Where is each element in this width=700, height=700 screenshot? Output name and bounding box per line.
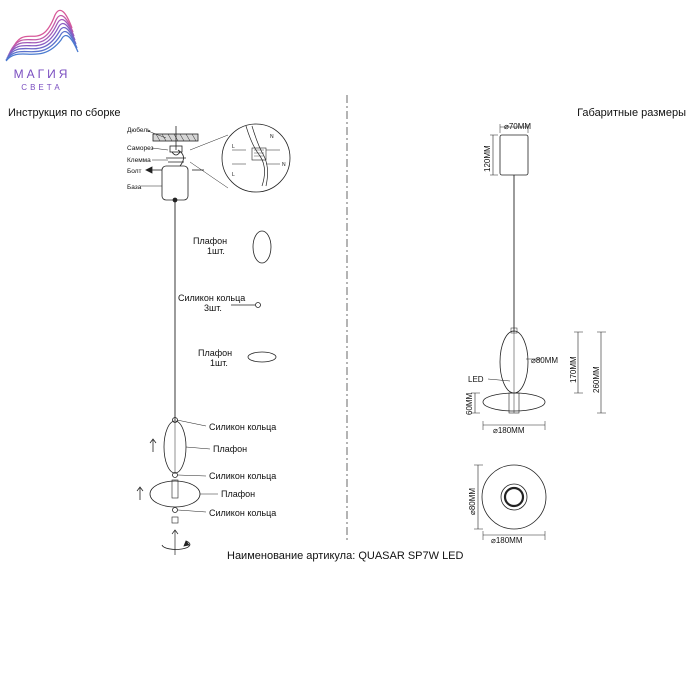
article-name: Наименование артикула: QUASAR SP7W LED — [227, 550, 464, 562]
dim-height-60: 60ММ — [465, 392, 474, 415]
bottom-label-shade-2: Плафон — [221, 489, 255, 499]
dim-shade-diameter: ⌀80ММ — [531, 356, 558, 365]
assembly-labels: Дюбель Саморез Клемма Болт База L N L N … — [127, 126, 286, 518]
label-terminal: Клемма — [127, 157, 151, 164]
label-screw: Саморез — [127, 145, 154, 152]
shade1-label: Плафон — [193, 236, 227, 246]
bottom-view-mid — [500, 483, 528, 511]
logo-word-1: МАГИЯ — [14, 67, 71, 81]
rings-label: Силикон кольца — [178, 293, 245, 303]
dim-canopy — [499, 134, 529, 176]
dimension-drawing — [471, 124, 606, 540]
label-dowel: Дюбель — [127, 126, 151, 134]
dim-height-260: 260ММ — [592, 366, 601, 393]
label-bolt: Болт — [127, 168, 142, 175]
dim-height-170: 170ММ — [569, 356, 578, 383]
label-base: База — [127, 184, 142, 191]
logo-wave-icon — [5, 9, 79, 62]
loose-shade-vertical — [252, 230, 272, 264]
bottom-view-outer — [481, 464, 547, 530]
loose-ring — [255, 302, 261, 308]
dim-disc-diameter: ⌀180ММ — [493, 426, 525, 435]
bottom-label-rings-2: Силикон кольца — [209, 471, 276, 481]
bottom-label-rings-1: Силикон кольца — [209, 422, 276, 432]
shade2-qty: 1шт. — [210, 358, 228, 368]
dimension-labels: ⌀70ММ 120ММ ⌀80ММ 170ММ 260ММ LED 60ММ ⌀… — [465, 122, 601, 545]
rotate-icon — [161, 540, 191, 550]
shade1-qty: 1шт. — [207, 246, 225, 256]
dim-bottom-outer: ⌀180ММ — [491, 536, 523, 545]
bottom-view-inner — [503, 486, 525, 508]
wire-label-n2: N — [282, 162, 286, 168]
logo-word-2: СВЕТА — [21, 83, 62, 92]
dim-canopy-diameter: ⌀70ММ — [504, 122, 531, 131]
lower-disc-shade — [149, 480, 201, 508]
dim-led-label: LED — [468, 375, 484, 384]
rings-qty: 3шт. — [204, 303, 222, 313]
wire-label-l1: L — [232, 144, 235, 150]
dim-canopy-height: 120ММ — [483, 145, 492, 172]
dim-bottom-inner: ⌀80ММ — [468, 488, 477, 515]
assembly-diagram — [136, 123, 291, 555]
assembly-title: Инструкция по сборке — [8, 107, 121, 119]
ceiling-plate — [152, 133, 199, 142]
wire-label-n1: N — [270, 134, 274, 140]
canopy-base — [161, 165, 189, 201]
loose-shade-disc — [247, 351, 277, 363]
bottom-label-rings-3: Силикон кольца — [209, 508, 276, 518]
wiring-detail-circle — [221, 123, 291, 193]
wire-label-l2: L — [232, 172, 235, 178]
brand-logo: МАГИЯ СВЕТА — [5, 9, 79, 92]
dimensions-title: Габаритные размеры — [577, 107, 686, 119]
bottom-label-shade-1: Плафон — [213, 444, 247, 454]
shade2-label: Плафон — [198, 348, 232, 358]
